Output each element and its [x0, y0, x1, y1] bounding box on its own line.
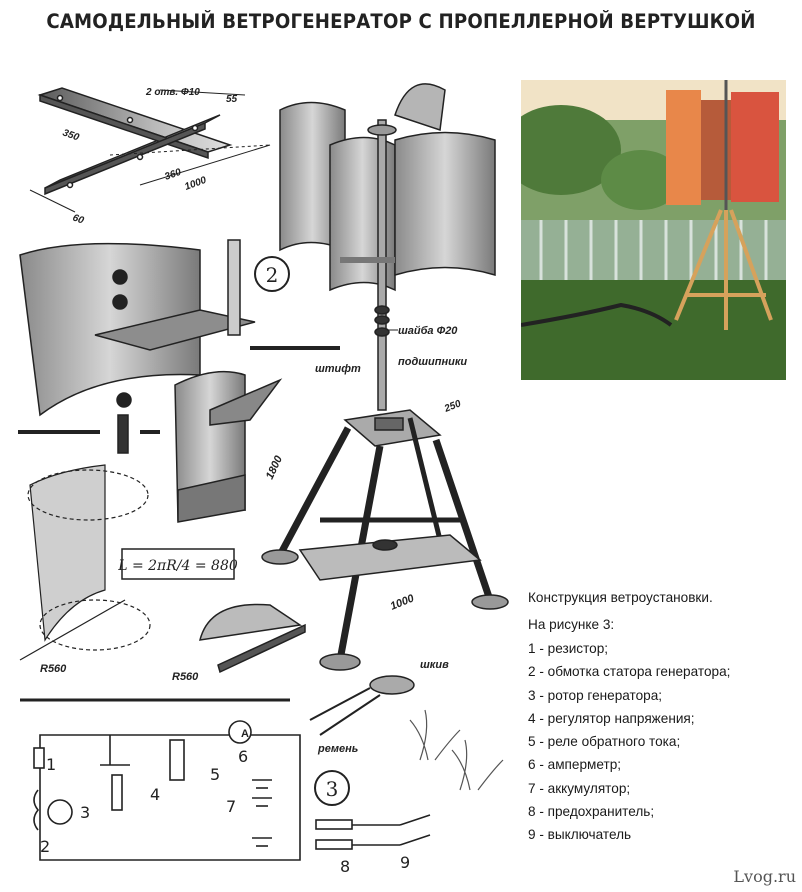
- legend-item: 9 - выключатель: [528, 827, 632, 843]
- circuit-num-5: 5: [210, 765, 220, 784]
- legend-item: 3 - ротор генератора;: [528, 687, 663, 703]
- radius-label-a: R560: [40, 663, 67, 675]
- circuit-schematic: [33, 720, 431, 861]
- quarter-disc: [198, 603, 306, 674]
- formula-text: L = 2πR/4 = 880: [117, 558, 238, 574]
- ammeter-symbol: A: [241, 728, 249, 740]
- page-title: САМОДЕЛЬНЫЙ ВЕТРОГЕНЕРАТОР С ПРОПЕЛЛЕРНО…: [46, 10, 756, 33]
- pin-label: штифт: [315, 363, 361, 375]
- legend-item: 2 - обмотка статора генератора;: [528, 664, 731, 680]
- shaft-label: шайба Ф20: [398, 325, 458, 337]
- legend-item: 6 - амперметр;: [528, 757, 622, 773]
- dim-1000-label-b: 1000: [389, 592, 417, 613]
- formula-box: L = 2πR/4 = 880: [117, 548, 238, 580]
- circuit-num-1: 1: [46, 755, 56, 774]
- radius-label-b: R560: [172, 671, 199, 683]
- legend-item: 5 - реле обратного тока;: [528, 734, 681, 750]
- photo-wind-turbine: [521, 80, 786, 380]
- legend-heading: Конструкция ветроустановки.: [528, 590, 713, 605]
- dim-55-label: 55: [226, 94, 238, 105]
- circuit-num-8: 8: [340, 857, 350, 876]
- circuit-num-9: 9: [400, 853, 410, 872]
- dim-1000-label: 1000: [183, 175, 208, 193]
- legend-subheading: На рисунке 3:: [528, 617, 615, 632]
- construction-sketch: [19, 464, 151, 661]
- figure-2-badge: 2: [254, 256, 290, 292]
- blade-detail: [18, 239, 340, 454]
- dim-60-label: 60: [71, 212, 86, 226]
- photo-illustration: [521, 80, 786, 380]
- legend-item: 4 - регулятор напряжения;: [528, 710, 695, 726]
- half-blade: [174, 370, 283, 523]
- figure-3-badge: 3: [314, 770, 350, 806]
- circuit-num-4: 4: [150, 785, 160, 804]
- tower: [261, 409, 509, 671]
- circuit-num-2: 2: [40, 837, 50, 856]
- bearings-label: подшипники: [398, 356, 467, 368]
- legend-item: 7 - аккумулятор;: [528, 780, 631, 796]
- circuit-num-3: 3: [80, 803, 90, 822]
- dim-350-label: 350: [61, 127, 81, 143]
- legend-item: 1 - резистор;: [528, 641, 609, 656]
- figure-2-number: 2: [266, 263, 279, 287]
- dim-sheet-label: 2 отв. Ф10: [145, 87, 200, 98]
- circuit-num-6: 6: [238, 747, 248, 766]
- legend: Конструкция ветроустановки. На рисунке 3…: [528, 590, 800, 851]
- rotor-assembly: [279, 83, 496, 411]
- grass-sketch: [409, 709, 504, 791]
- dim-250-label: 250: [442, 398, 463, 415]
- legend-item: 8 - предохранитель;: [528, 804, 655, 820]
- figure-3-number: 3: [326, 777, 339, 801]
- pulley-label: шкив: [420, 659, 449, 671]
- dim-1800-label: 1800: [264, 453, 286, 481]
- crossbar-part: [29, 87, 271, 213]
- circuit-num-7: 7: [226, 797, 236, 816]
- pulley: [309, 675, 415, 736]
- belts-label: ремень: [317, 743, 358, 755]
- dim-360-label: 360: [163, 167, 183, 183]
- watermark: Lvog.ru: [733, 867, 796, 886]
